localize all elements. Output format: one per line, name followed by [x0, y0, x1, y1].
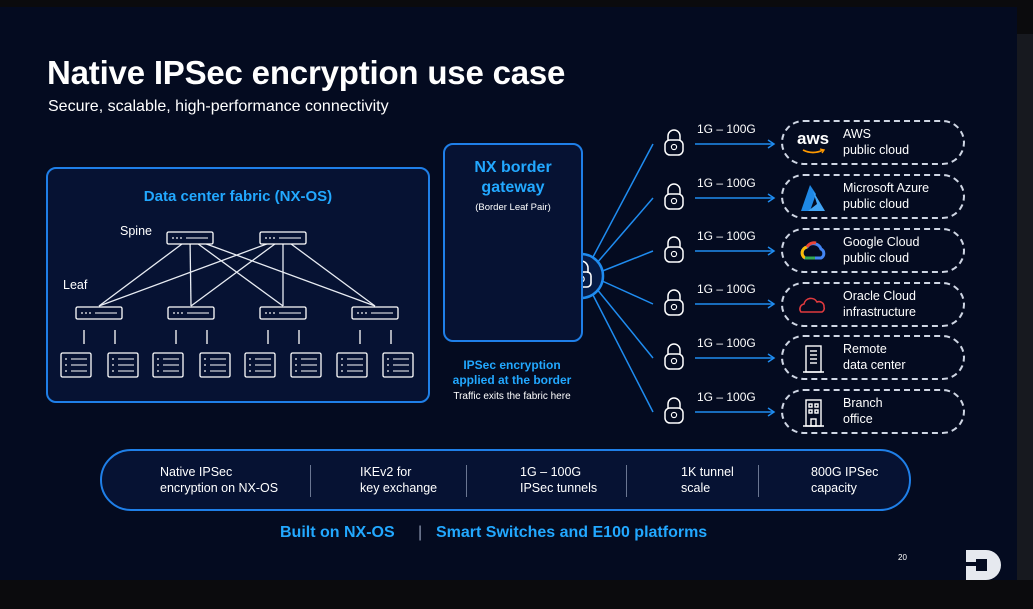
footer-platform-left: Built on NX-OS: [280, 524, 395, 541]
spine-switch-icon: [259, 231, 307, 245]
traffic-note: Traffic exits the fabric here: [453, 391, 571, 402]
link-speed-label: 1G – 100G: [697, 282, 756, 296]
tunnel-lock-icon: [664, 343, 684, 370]
feature-line2: capacity: [811, 481, 857, 495]
server-uplinks: [83, 330, 392, 344]
tunnel-arrow: [695, 139, 776, 149]
server-rack-icon: [60, 352, 92, 378]
aws-logo-text: aws: [797, 129, 830, 148]
feature-line2: IPSec tunnels: [520, 481, 598, 495]
nx-border-gateway-box: [443, 143, 583, 342]
server-rack-icon: [336, 352, 368, 378]
link-speed-label: 1G – 100G: [697, 390, 756, 404]
destination-name: Oracle Cloud: [843, 289, 916, 303]
tunnel-arrow: [695, 299, 776, 309]
azure-logo-icon: [797, 182, 829, 212]
server-rack-icon: [382, 352, 414, 378]
footer-platform-right: Smart Switches and E100 platforms: [436, 524, 708, 541]
server-rack-icon: [152, 352, 184, 378]
link-speed-label: 1G – 100G: [697, 336, 756, 350]
tunnel-arrow: [695, 353, 776, 363]
brand-logo-icon: [966, 550, 1001, 580]
page-number: 20: [898, 553, 907, 562]
spine-label: Spine: [120, 224, 152, 238]
destination-type: public cloud: [843, 142, 910, 157]
gateway-title-line2: gateway: [481, 179, 545, 196]
feature-divider: [466, 465, 467, 497]
feature-divider: [310, 465, 311, 497]
aws-logo-icon: aws: [797, 128, 829, 158]
window-scrollbar-region: [1017, 34, 1033, 580]
feature-line1: IKEv2 for: [360, 465, 412, 479]
leaf-label: Leaf: [63, 278, 88, 292]
feature-line1: Native IPSec: [160, 465, 233, 479]
server-rack-icon: [199, 352, 231, 378]
destination-name: Remote: [843, 342, 887, 356]
leaf-switch-icon: [259, 306, 307, 320]
leaf-switch-icon: [351, 306, 399, 320]
tunnel-lock-icon: [664, 183, 684, 210]
server-rack-icon: [290, 352, 322, 378]
destination-type: public cloud: [843, 196, 910, 211]
gateway-subtitle: (Border Leaf Pair): [475, 202, 551, 213]
feature-line1: 1G – 100G: [520, 465, 582, 479]
tunnel-arrow: [695, 407, 776, 417]
feature-divider: [758, 465, 759, 497]
destination-name: AWS: [843, 127, 872, 141]
tunnel-arrow: [695, 246, 776, 256]
oracle-cloud-logo-icon: [797, 290, 829, 320]
tunnel-lock-icon: [664, 397, 684, 424]
slide: Native IPSec encryption use case Secure,…: [0, 7, 1017, 580]
tunnel-lock-icon: [664, 129, 684, 156]
feature-line2: scale: [681, 481, 711, 495]
feature-divider: [626, 465, 627, 497]
link-speed-label: 1G – 100G: [697, 122, 756, 136]
feature-bar: [100, 449, 911, 511]
destination-type: office: [843, 411, 873, 426]
ipsec-note-line2: applied at the border: [452, 372, 572, 387]
window-bottom-bar: [0, 580, 1033, 609]
server-rack-group: [60, 352, 414, 378]
office-building-icon: [797, 397, 829, 427]
google-cloud-logo-icon: [797, 236, 829, 266]
destination-name: Microsoft Azure: [843, 181, 930, 195]
server-rack-icon: [244, 352, 276, 378]
destination-type: public cloud: [843, 250, 910, 265]
footer-separator: |: [418, 524, 423, 541]
destination-type: data center: [843, 357, 906, 372]
link-speed-label: 1G – 100G: [697, 229, 756, 243]
tunnel-lock-icon: [664, 236, 684, 263]
link-speed-label: 1G – 100G: [697, 176, 756, 190]
feature-line2: encryption on NX-OS: [160, 481, 279, 495]
feature-line1: 800G IPSec: [811, 465, 879, 479]
slide-subtitle: Secure, scalable, high-performance conne…: [48, 98, 389, 115]
tunnel-arrow: [695, 193, 776, 203]
gateway-title: NX border gateway: [443, 158, 583, 198]
feature-line2: key exchange: [360, 481, 438, 495]
leaf-switch-icon: [167, 306, 215, 320]
feature-line1: 1K tunnel: [681, 465, 734, 479]
slide-title: Native IPSec encryption use case: [47, 54, 566, 91]
ipsec-note-line1: IPSec encryption: [463, 358, 561, 372]
leaf-switch-icon: [75, 306, 123, 320]
data-center-fabric-title: Data center fabric (NX-OS): [143, 188, 333, 205]
spine-switch-icon: [166, 231, 214, 245]
building-icon: [797, 343, 829, 373]
gateway-title-line1: NX border: [474, 159, 552, 176]
destination-name: Branch: [843, 396, 883, 410]
tunnel-fanout-lines: [592, 143, 654, 413]
ipsec-note: IPSec encryption applied at the border: [432, 358, 592, 387]
tunnel-lock-icon: [664, 289, 684, 316]
destination-type: infrastructure: [843, 304, 916, 319]
data-center-fabric-box: [46, 167, 430, 403]
destination-name: Google Cloud: [843, 235, 920, 249]
fabric-links: [98, 237, 376, 307]
server-rack-icon: [107, 352, 139, 378]
